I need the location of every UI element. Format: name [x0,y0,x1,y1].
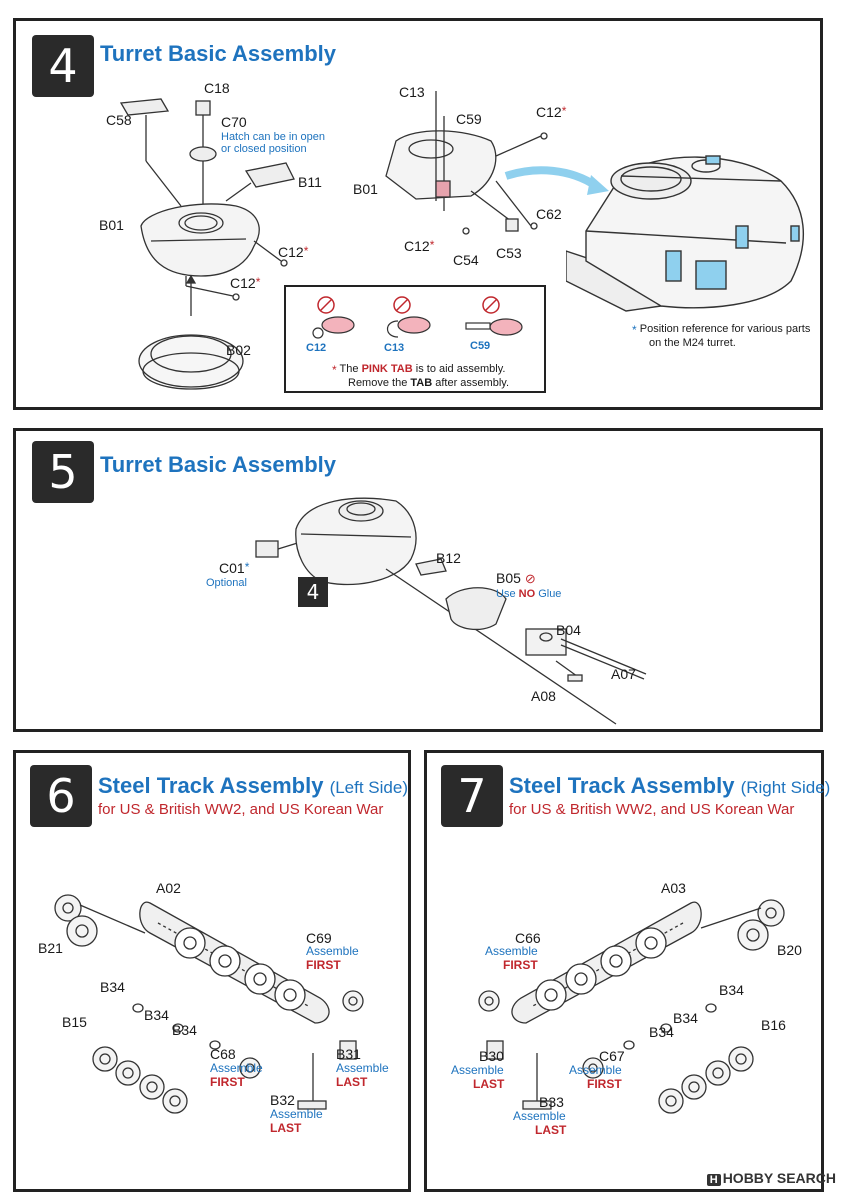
tab-part-c13: C13 [384,342,405,354]
c69-assemble: Assemble [306,944,359,958]
label-b01-detail: B01 [353,181,378,197]
label-c67: C67 [599,1048,625,1064]
c68-assemble: Assemble [210,1061,263,1075]
label-b34-2: B34 [144,1007,169,1023]
b32-assemble: Assemble [270,1107,323,1121]
label-a08: A08 [531,688,556,704]
step-4-panel: 4 Turret Basic Assembly [13,18,823,410]
pink-tab-note-line2: Remove the TAB after assembly. [348,377,510,389]
label-c13: C13 [399,84,425,100]
reference-note-line1: * Position reference for various parts [632,323,811,337]
label-c18: C18 [204,80,230,96]
b33-last: LAST [535,1123,567,1137]
c67-assemble: Assemble [569,1063,622,1077]
b30-last: LAST [473,1077,505,1091]
c69-first: FIRST [306,958,341,972]
step-number-badge: 4 [32,35,94,97]
label-b01: B01 [99,217,124,233]
tab-part-c12: C12 [306,342,327,354]
label-b02: B02 [226,342,251,358]
label-b30: B30 [479,1048,504,1064]
label-b34-1: B34 [100,979,125,995]
label-b34-3: B34 [649,1024,674,1040]
step-number-badge: 6 [30,765,92,827]
label-b21: B21 [38,940,63,956]
label-a02: A02 [156,880,181,896]
b33-assemble: Assemble [513,1109,566,1123]
label-b34-2: B34 [673,1010,698,1026]
label-c68: C68 [210,1046,236,1062]
c68-first: FIRST [210,1075,245,1089]
b31-last: LAST [336,1075,368,1089]
label-b16: B16 [761,1017,786,1033]
c67-first: FIRST [587,1077,622,1091]
turret-mantlet-drawing [255,497,647,725]
step-5-panel: 5 Turret Basic Assembly [13,428,823,732]
label-b32: B32 [270,1092,295,1108]
step-number-badge: 7 [441,765,503,827]
label-c58: C58 [106,112,132,128]
label-b20: B20 [777,942,802,958]
step-subtitle: for US & British WW2, and US Korean War [98,801,384,818]
sub-step-reference: 4 [298,577,328,607]
step-title: Steel Track Assembly (Right Side) [509,773,831,798]
label-c53: C53 [496,245,522,261]
right-track-drawing [478,899,785,1114]
step-title: Turret Basic Assembly [100,41,336,66]
label-c01: C01* [219,560,250,576]
b32-last: LAST [270,1121,302,1135]
label-b05: B05 ⊘ [496,570,536,586]
label-a03: A03 [661,880,686,896]
watermark-logo-icon: H [706,1174,721,1186]
c66-assemble: Assemble [485,944,538,958]
label-c12-right: C12* [278,244,309,260]
b31-assemble: Assemble [336,1061,389,1075]
pink-tab-note-line1: * The PINK TAB is to aid assembly. [332,363,506,377]
step-number-badge: 5 [32,441,94,503]
c70-note-line2: or closed position [221,143,307,155]
label-c12-detail: C12* [404,238,435,254]
label-c66: C66 [515,930,541,946]
turret-assembly-drawing [119,98,295,390]
c01-note: Optional [206,577,247,589]
label-c59: C59 [456,111,482,127]
label-b33: B33 [539,1094,564,1110]
reference-arrow [504,166,609,195]
pink-tab-note-box: C12 C13 C59 * The PINK TAB is to aid ass… [284,285,546,393]
left-track-drawing [54,894,364,1114]
label-b12: B12 [436,550,461,566]
label-c54: C54 [453,252,479,268]
label-c12-bottom: C12* [230,275,261,291]
tab-part-c59: C59 [470,340,491,352]
step-subtitle: for US & British WW2, and US Korean War [509,801,795,818]
label-c62: C62 [536,206,562,222]
c70-note-line1: Hatch can be in open [221,131,325,143]
label-b34-1: B34 [719,982,744,998]
step-7-panel: 7 Steel Track Assembly (Right Side) for … [424,750,830,1192]
label-b31: B31 [336,1046,361,1062]
turret-reference-drawing [566,155,804,312]
label-b34-3: B34 [172,1022,197,1038]
label-a07: A07 [611,666,636,682]
c66-first: FIRST [503,958,538,972]
pink-tab-illustration [312,296,523,339]
label-b15: B15 [62,1014,87,1030]
label-b11: B11 [298,174,322,190]
step-6-panel: 6 Steel Track Assembly (Left Side) for U… [13,750,411,1192]
reference-note-line2: on the M24 turret. [649,337,736,349]
step-title: Turret Basic Assembly [100,452,336,477]
turret-detail-drawing [385,91,548,235]
label-b04: B04 [556,622,581,638]
step-title: Steel Track Assembly (Left Side) [98,773,408,798]
b30-assemble: Assemble [451,1063,504,1077]
label-c70: C70 [221,114,247,130]
label-c69: C69 [306,930,332,946]
b05-no-glue-note: Use NO Glue [496,588,562,600]
label-c12-top: C12* [536,104,567,120]
